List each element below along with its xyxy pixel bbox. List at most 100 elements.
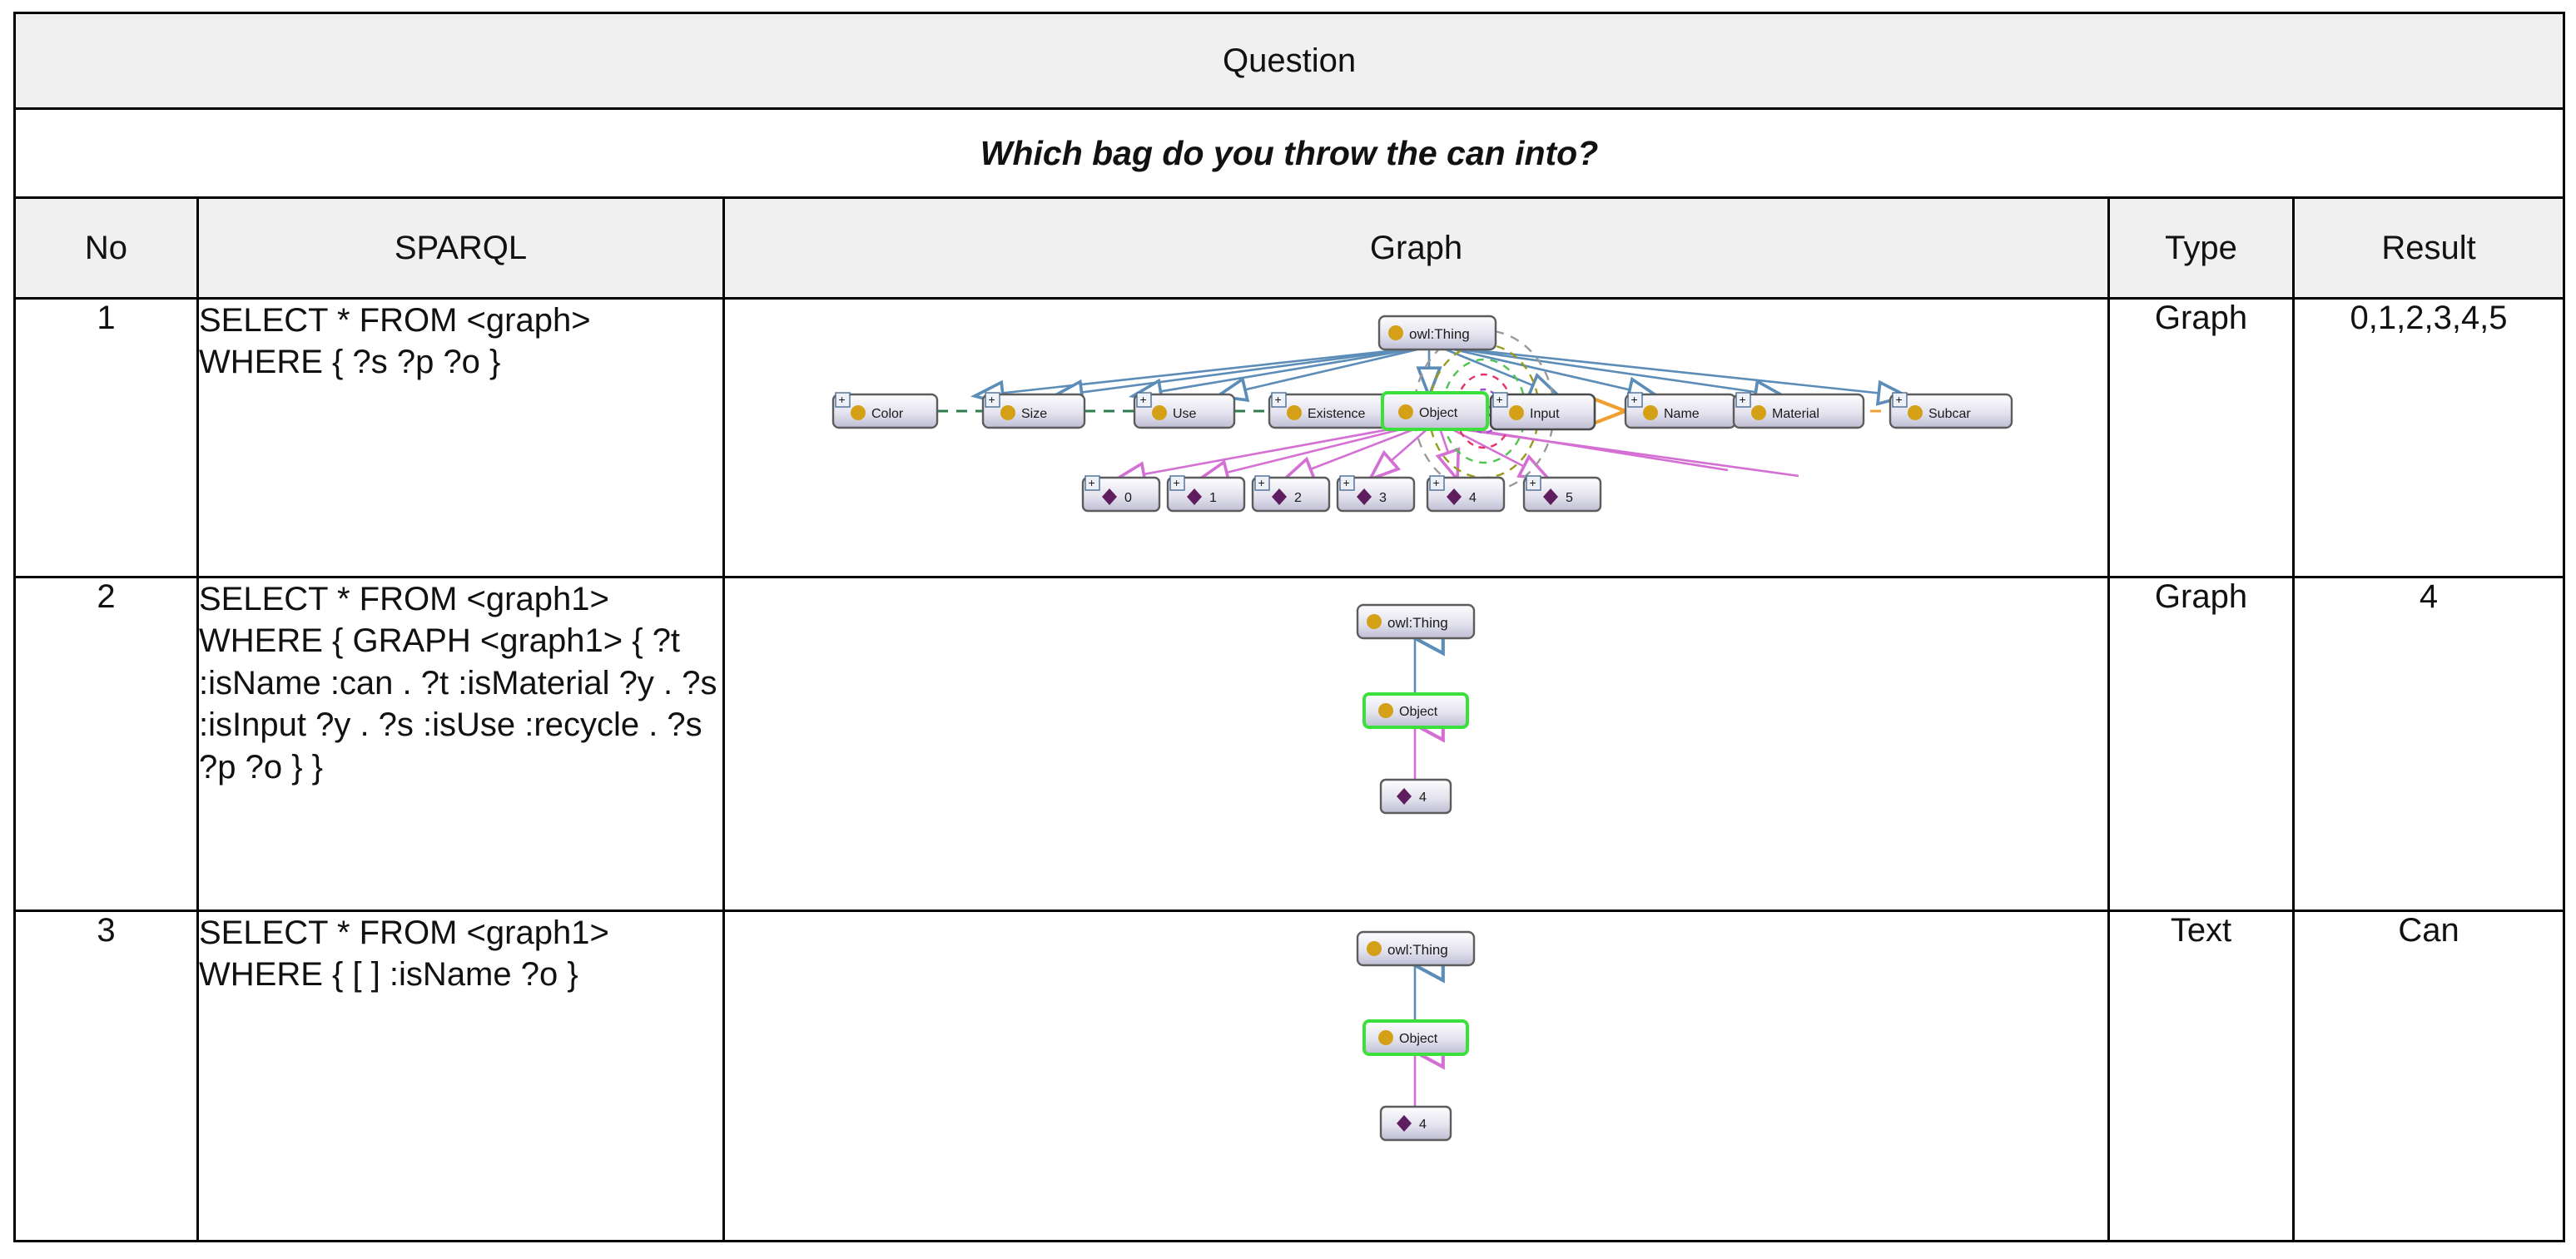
expand-plus-icon (1169, 475, 1185, 491)
expand-plus-icon (1735, 392, 1751, 408)
class-circle-icon (1287, 405, 1302, 420)
expand-plus-icon (1136, 392, 1152, 408)
class-circle-icon (1388, 325, 1403, 340)
col-header-result: Result (2291, 196, 2566, 300)
graph-individual-nodes[interactable]: + 0 + 1 (1081, 475, 1602, 513)
graph-canvas-row2: owl:Thing Object 4 (1356, 603, 1476, 815)
class-circle-icon (1152, 405, 1167, 420)
table-row: 2 SELECT * FROM <graph1> WHERE { GRAPH <… (13, 576, 2566, 912)
graph-node-input[interactable]: + Input (1489, 392, 1596, 431)
graph-node-subcar[interactable]: + Subcar (1889, 392, 2013, 429)
graph-node-owl-thing[interactable]: owl:Thing (1356, 930, 1476, 967)
svg-text:0: 0 (1124, 491, 1132, 505)
individual-diamond-icon (1447, 488, 1462, 505)
graph-class-nodes[interactable]: + Color + Size (831, 391, 2013, 431)
svg-text:1: 1 (1209, 491, 1217, 505)
graph-node-object[interactable]: Object (1362, 1019, 1469, 1056)
graph-node-individual-2[interactable]: + 2 (1251, 475, 1331, 513)
svg-text:Object: Object (1419, 406, 1458, 420)
class-circle-icon (1367, 614, 1382, 629)
graph-node-individual-3[interactable]: + 3 (1336, 475, 1416, 513)
svg-text:Input: Input (1530, 407, 1560, 421)
individual-diamond-icon (1102, 488, 1117, 505)
graph-node-name[interactable]: + Name (1624, 392, 1737, 429)
svg-text:Size: Size (1021, 407, 1047, 421)
col-header-no: No (13, 196, 199, 300)
subclass-edges (975, 348, 1907, 396)
graph-node-object[interactable]: Object (1362, 692, 1469, 729)
class-circle-icon (1643, 405, 1658, 420)
row-type: Graph (2107, 297, 2295, 578)
graph-node-size[interactable]: + Size (981, 392, 1086, 429)
expand-plus-icon (1526, 475, 1541, 491)
instance-edges (1116, 424, 1799, 479)
class-circle-icon (1000, 405, 1015, 420)
expand-plus-icon (1627, 392, 1643, 408)
graph-node-owl-thing[interactable]: owl:Thing (1377, 315, 1497, 351)
svg-text:Color: Color (871, 407, 904, 421)
graph-node-individual-5[interactable]: + 5 (1522, 475, 1602, 513)
svg-text:+: + (1140, 393, 1147, 406)
ontology-chain-row3: owl:Thing Object 4 (725, 912, 2107, 1235)
individual-diamond-icon (1187, 488, 1202, 505)
svg-text:+: + (1896, 393, 1903, 406)
graph-node-object[interactable]: Object (1381, 391, 1489, 431)
class-circle-icon (1378, 703, 1393, 718)
graph-node-individual-4[interactable]: 4 (1379, 1105, 1452, 1142)
expand-plus-icon (1271, 392, 1287, 408)
graph-node-individual-4[interactable]: 4 (1379, 778, 1452, 815)
svg-text:+: + (839, 393, 846, 406)
graph-node-use[interactable]: + Use (1133, 392, 1236, 429)
ontology-chain-row2: owl:Thing Object 4 (725, 578, 2107, 905)
svg-text:+: + (1496, 393, 1503, 406)
col-header-sparql: SPARQL (196, 196, 725, 300)
expand-plus-icon (1085, 475, 1100, 491)
row-graph: owl:Thing Object 4 (722, 910, 2110, 1242)
svg-text:+: + (1089, 476, 1095, 489)
row-result: 4 (2291, 576, 2566, 912)
expand-plus-icon (1492, 392, 1508, 408)
expand-plus-icon (1339, 475, 1355, 491)
col-header-graph: Graph (722, 196, 2110, 300)
row-sparql: SELECT * FROM <graph1> WHERE { [ ] :isNa… (196, 910, 725, 1242)
svg-text:4: 4 (1469, 491, 1477, 505)
graph-node-individual-1[interactable]: + 1 (1166, 475, 1246, 513)
svg-text:3: 3 (1379, 491, 1387, 505)
row-no: 2 (13, 576, 199, 912)
graph-node-color[interactable]: + Color (831, 392, 939, 429)
class-circle-icon (851, 405, 866, 420)
table-row: 3 SELECT * FROM <graph1> WHERE { [ ] :is… (13, 910, 2566, 1242)
row-graph: owl:Thing + Color (722, 297, 2110, 578)
expand-plus-icon (985, 392, 1000, 408)
row-type: Graph (2107, 576, 2295, 912)
class-circle-icon (1398, 404, 1413, 419)
svg-text:+: + (1530, 476, 1536, 489)
individual-diamond-icon (1272, 488, 1287, 505)
row-result: Can (2291, 910, 2566, 1242)
svg-text:Subcar: Subcar (1928, 407, 1971, 421)
individual-diamond-icon (1357, 488, 1372, 505)
svg-text:Use: Use (1173, 407, 1197, 421)
class-circle-icon (1908, 405, 1923, 420)
table-row: 1 SELECT * FROM <graph> WHERE { ?s ?p ?o… (13, 297, 2566, 578)
class-circle-icon (1751, 405, 1766, 420)
col-header-type: Type (2107, 196, 2295, 300)
graph-node-material[interactable]: + Material (1732, 392, 1865, 429)
svg-text:+: + (1174, 476, 1180, 489)
individual-diamond-icon (1543, 488, 1558, 505)
table-title-row: Question (12, 12, 2566, 110)
svg-text:2: 2 (1294, 491, 1302, 505)
svg-text:Existence: Existence (1308, 407, 1365, 421)
graph-node-individual-0[interactable]: + 0 (1081, 475, 1161, 513)
expand-plus-icon (835, 392, 851, 408)
svg-text:owl:Thing: owl:Thing (1387, 615, 1448, 631)
individual-diamond-icon (1397, 1115, 1412, 1132)
svg-text:+: + (1275, 393, 1282, 406)
graph-node-owl-thing[interactable]: owl:Thing (1356, 603, 1476, 640)
svg-text:4: 4 (1419, 791, 1427, 805)
graph-node-existence[interactable]: + Existence (1268, 392, 1396, 429)
row-sparql: SELECT * FROM <graph1> WHERE { GRAPH <gr… (196, 576, 725, 912)
graph-node-individual-4[interactable]: + 4 (1426, 475, 1506, 513)
question-text-cell: Which bag do you throw the can into? (12, 107, 2566, 199)
